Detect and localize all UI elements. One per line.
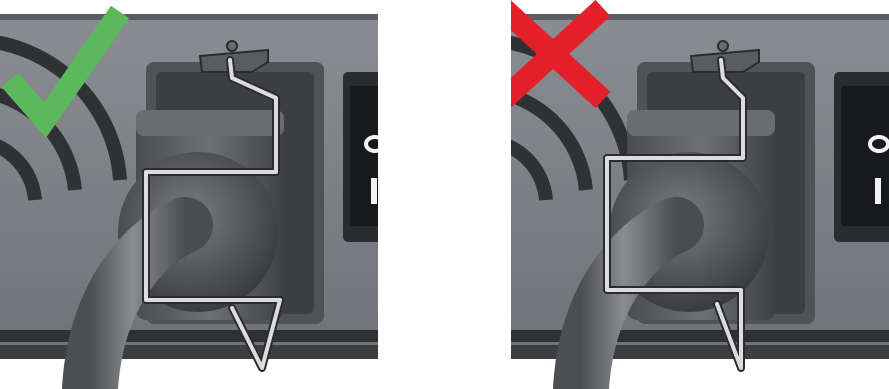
chassis-bottom-rail — [0, 330, 378, 342]
power-cord-clip-illustration-incorrect — [511, 0, 889, 389]
rocker-switch — [834, 72, 889, 242]
power-cord-clip-illustration-correct — [0, 0, 378, 389]
switch-on-symbol — [371, 178, 377, 204]
switch-on-symbol — [875, 178, 881, 204]
incorrect-example-panel — [511, 0, 889, 389]
rocker-switch — [343, 72, 378, 242]
correct-example-panel — [0, 0, 378, 389]
